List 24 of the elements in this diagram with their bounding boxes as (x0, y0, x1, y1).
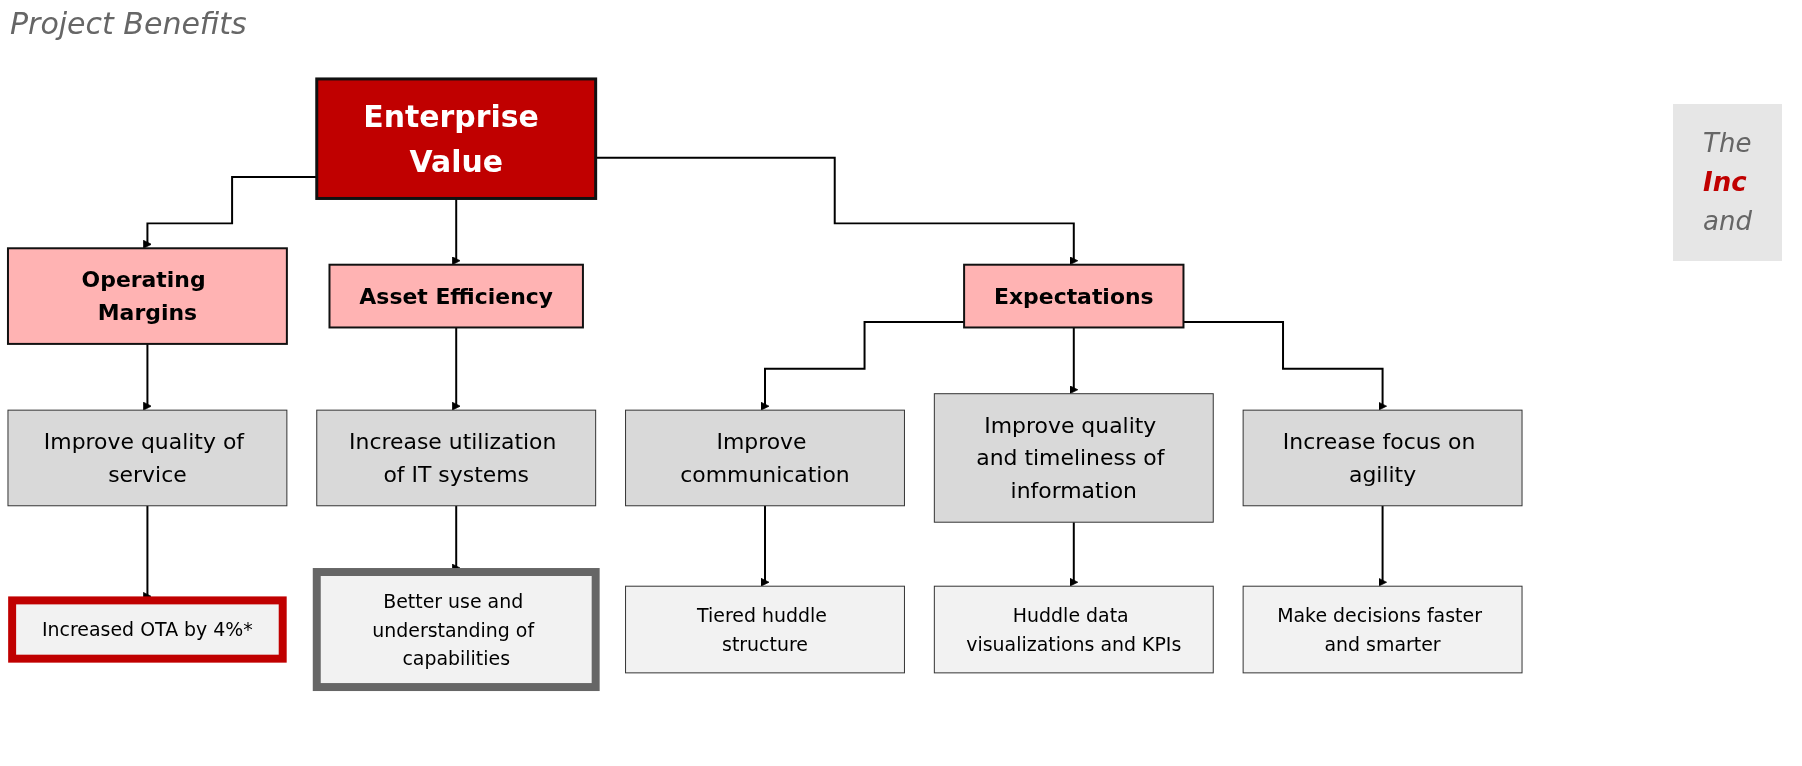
node-box: Improve communication (625, 409, 905, 507)
node-box: Huddle data visualizations and KPIs (933, 585, 1214, 674)
arrow (1069, 521, 1079, 587)
arrow (760, 504, 770, 587)
node-box: Improve quality and timeliness of information (933, 393, 1214, 523)
node-box: Operating Margins (6, 247, 288, 345)
note-text: and (1703, 205, 1752, 238)
node-box: Increase utilization of IT systems (316, 409, 597, 507)
node-box: Increased OTA by 4%* (8, 596, 287, 663)
node-box: Better use and understanding of capabilities (312, 568, 600, 692)
note-text: Inc (1703, 166, 1748, 199)
node-box: Make decisions faster and smarter (1242, 585, 1523, 674)
diagram-title: Project Benefits (10, 6, 247, 41)
arrow (451, 326, 461, 411)
note-text: The (1703, 127, 1752, 160)
node-box: Increase focus on agility (1242, 409, 1523, 507)
node-box: Improve quality of service (7, 409, 288, 507)
arrow (1378, 504, 1387, 587)
arrow (143, 342, 152, 411)
node-box: Enterprise Value (315, 77, 598, 200)
node-box: Tiered huddle structure (625, 585, 905, 674)
node-box: Expectations (963, 263, 1185, 329)
node-box: Asset Efficiency (328, 263, 584, 329)
arrow (1069, 326, 1079, 395)
